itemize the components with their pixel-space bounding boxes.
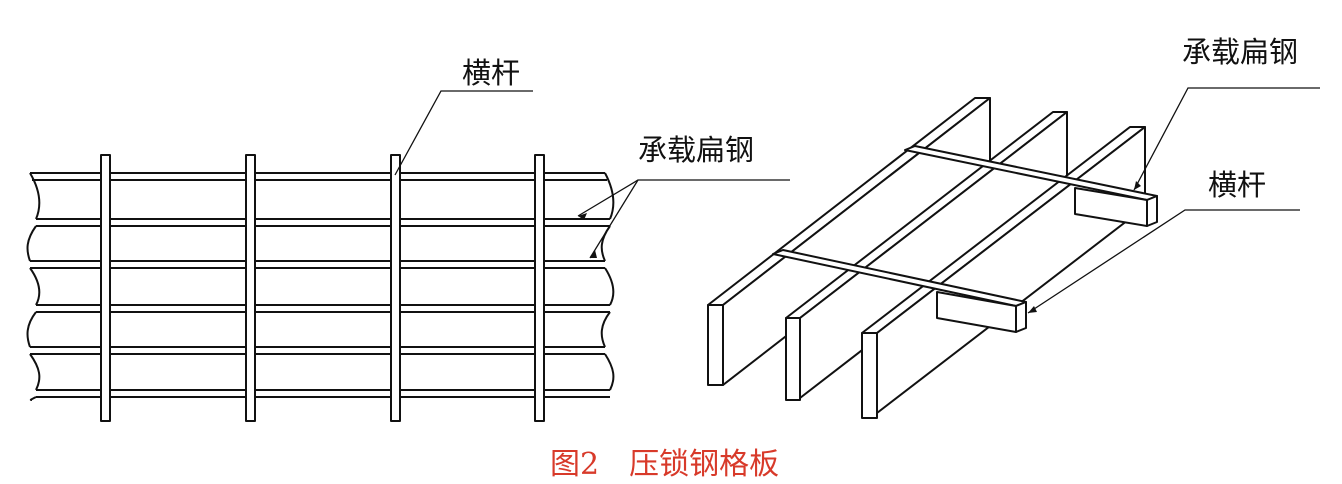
isometric-view: 承载扁钢 横杆 — [707, 35, 1320, 419]
plan-leaders — [394, 90, 790, 259]
cross-bar-back — [904, 145, 1158, 227]
plan-view: 横杆 承载扁钢 — [26, 56, 790, 422]
iso-bearing-bar-label: 承载扁钢 — [1182, 35, 1298, 69]
cross-bar-front — [772, 249, 1027, 333]
plan-bearing-bar-label: 承载扁钢 — [638, 133, 754, 167]
iso-leaders — [1027, 87, 1320, 314]
plan-cross-bar-label: 横杆 — [462, 56, 520, 90]
iso-cross-bar-label: 横杆 — [1208, 168, 1266, 202]
cross-bars — [100, 154, 545, 422]
figure-caption: 图2 压锁钢格板 — [550, 447, 779, 482]
bearing-bar-strips — [26, 172, 615, 401]
